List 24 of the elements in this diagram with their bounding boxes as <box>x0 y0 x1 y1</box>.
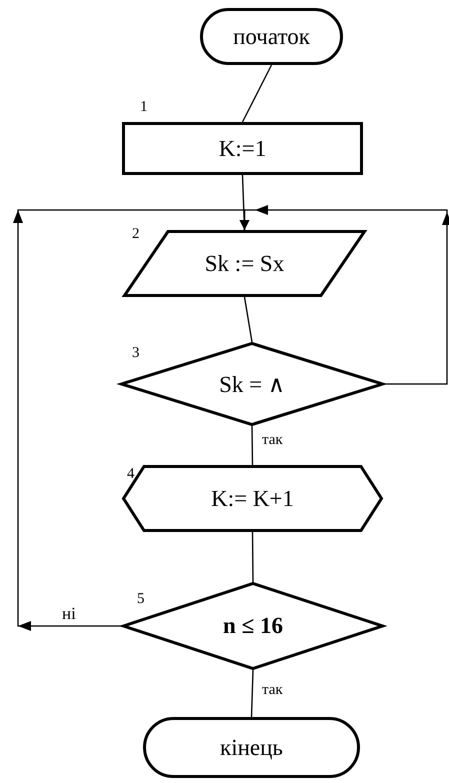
step-number: 4 <box>127 467 134 482</box>
node-text: Sk = ∧ <box>219 370 285 398</box>
connector-line <box>252 532 254 582</box>
step-number: 5 <box>137 592 144 607</box>
terminal-shape <box>143 717 360 778</box>
node-text: початок <box>233 24 310 50</box>
step-number: 2 <box>132 227 140 242</box>
step-number: 3 <box>132 346 140 361</box>
edge-label: ні <box>62 605 76 622</box>
input-output-parallelogram <box>123 230 366 297</box>
node-text: K:= K+1 <box>211 486 294 512</box>
step-number: 1 <box>140 100 148 115</box>
node-text: n ≤ 16 <box>223 613 283 639</box>
terminal-shape <box>200 8 343 65</box>
connector-line <box>250 670 254 718</box>
connector-line <box>244 296 253 342</box>
node-text: Sk := Sx <box>204 250 284 276</box>
connector-line <box>251 426 254 465</box>
preparation-hexagon <box>122 465 383 532</box>
connector-line <box>242 64 272 122</box>
node-text: кінець <box>220 734 283 760</box>
node-text: K:=1 <box>218 136 266 162</box>
process-box <box>122 122 363 175</box>
arrow <box>240 205 449 385</box>
